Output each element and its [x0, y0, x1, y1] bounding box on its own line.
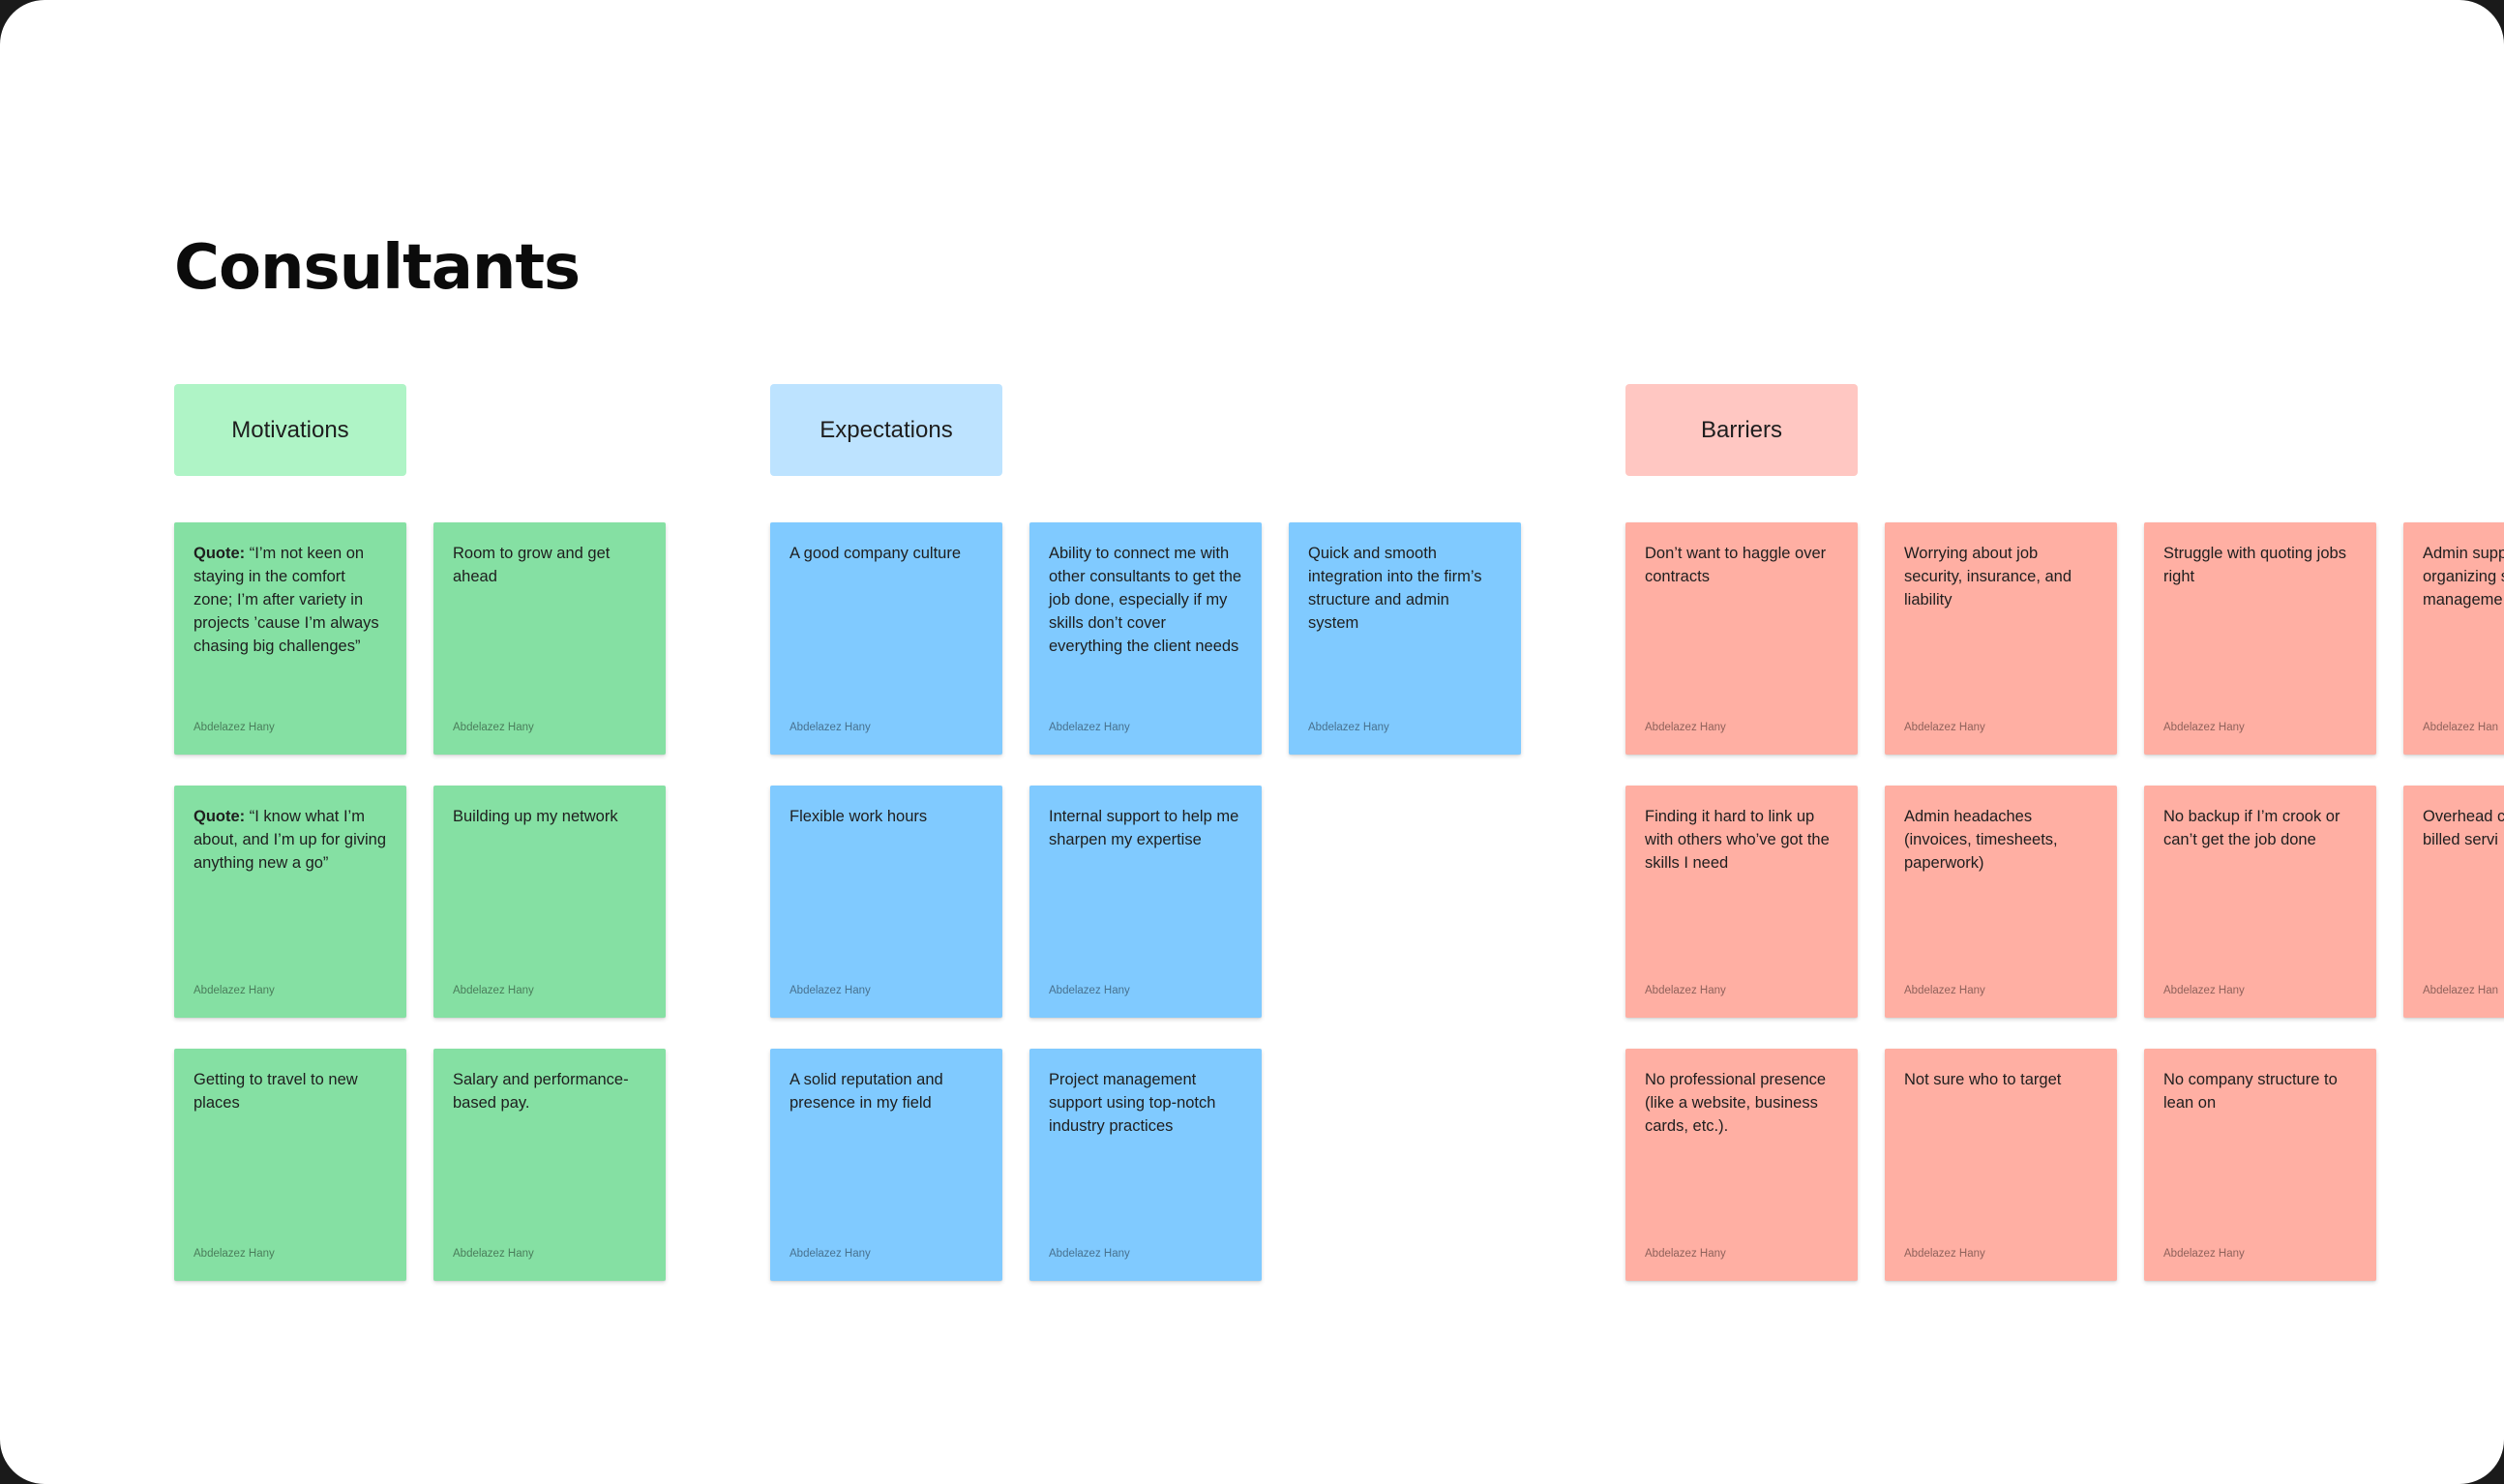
sticky-note[interactable]: Quote: “I know what I’m about, and I’m u… — [174, 786, 406, 1018]
sticky-note[interactable]: Don’t want to haggle over contracts Abde… — [1625, 522, 1858, 755]
section-header-motivations[interactable]: Motivations — [174, 384, 406, 476]
note-author: Abdelazez Hany — [790, 722, 871, 733]
note-text: No company structure to lean on — [2163, 1071, 2338, 1112]
note-author: Abdelazez Hany — [790, 1248, 871, 1260]
note-author: Abdelazez Hany — [2163, 722, 2245, 733]
note-author: Abdelazez Hany — [194, 1248, 275, 1260]
sticky-note[interactable]: Worrying about job security, insurance, … — [1885, 522, 2117, 755]
sticky-note[interactable]: Finding it hard to link up with others w… — [1625, 786, 1858, 1018]
note-text: Flexible work hours — [790, 808, 928, 825]
note-text: No professional presence (like a website… — [1645, 1071, 1827, 1135]
note-text: Salary and performance-based pay. — [453, 1071, 629, 1112]
sticky-note[interactable]: Building up my network Abdelazez Hany — [433, 786, 666, 1018]
note-author: Abdelazez Han — [2423, 722, 2498, 733]
note-author: Abdelazez Hany — [1904, 722, 1985, 733]
sticky-note[interactable]: A good company culture Abdelazez Hany — [770, 522, 1002, 755]
note-text: Quick and smooth integration into the fi… — [1308, 545, 1482, 632]
note-text: Building up my network — [453, 808, 618, 825]
note-author: Abdelazez Hany — [790, 985, 871, 996]
note-author: Abdelazez Hany — [453, 722, 534, 733]
note-text: Overhead c firm, often a billed servi — [2423, 808, 2504, 848]
sticky-note[interactable]: No professional presence (like a website… — [1625, 1049, 1858, 1281]
section-header-expectations[interactable]: Expectations — [770, 384, 1002, 476]
note-text: Don’t want to haggle over contracts — [1645, 545, 1827, 585]
note-text: Project management support using top-not… — [1049, 1071, 1216, 1135]
sticky-note[interactable]: Struggle with quoting jobs right Abdelaz… — [2144, 522, 2376, 755]
note-author: Abdelazez Hany — [194, 985, 275, 996]
note-author: Abdelazez Hany — [453, 985, 534, 996]
sticky-note[interactable]: Room to grow and get ahead Abdelazez Han… — [433, 522, 666, 755]
note-author: Abdelazez Hany — [1645, 1248, 1726, 1260]
note-text: Not sure who to target — [1904, 1071, 2062, 1088]
note-text: Internal support to help me sharpen my e… — [1049, 808, 1239, 848]
note-author: Abdelazez Hany — [2163, 1248, 2245, 1260]
sticky-note[interactable]: Quick and smooth integration into the fi… — [1289, 522, 1521, 755]
sticky-note[interactable]: Not sure who to target Abdelazez Hany — [1885, 1049, 2117, 1281]
sticky-note[interactable]: Admin supp billing, time organizing stor… — [2403, 522, 2504, 755]
section-header-barriers[interactable]: Barriers — [1625, 384, 1858, 476]
note-author: Abdelazez Hany — [1049, 985, 1130, 996]
note-text: Getting to travel to new places — [194, 1071, 358, 1112]
note-text: Admin supp billing, time organizing stor… — [2423, 545, 2504, 608]
note-author: Abdelazez Hany — [453, 1248, 534, 1260]
note-text: Quote: “I know what I’m about, and I’m u… — [194, 808, 387, 872]
note-text: No backup if I’m crook or can’t get the … — [2163, 808, 2340, 848]
page-title: Consultants — [174, 232, 581, 304]
sticky-note[interactable]: Quote: “I’m not keen on staying in the c… — [174, 522, 406, 755]
note-author: Abdelazez Hany — [1645, 985, 1726, 996]
note-text: Struggle with quoting jobs right — [2163, 545, 2346, 585]
sticky-note[interactable]: Project management support using top-not… — [1029, 1049, 1262, 1281]
note-text: Ability to connect me with other consult… — [1049, 545, 1242, 655]
sticky-note[interactable]: Salary and performance-based pay. Abdela… — [433, 1049, 666, 1281]
note-author: Abdelazez Hany — [1904, 985, 1985, 996]
sticky-note[interactable]: Internal support to help me sharpen my e… — [1029, 786, 1262, 1018]
note-author: Abdelazez Han — [2423, 985, 2498, 996]
note-text: A good company culture — [790, 545, 962, 562]
note-author: Abdelazez Hany — [1049, 722, 1130, 733]
sticky-note[interactable]: Flexible work hours Abdelazez Hany — [770, 786, 1002, 1018]
note-author: Abdelazez Hany — [1645, 722, 1726, 733]
sticky-note[interactable]: Admin headaches (invoices, timesheets, p… — [1885, 786, 2117, 1018]
note-text: Worrying about job security, insurance, … — [1904, 545, 2072, 608]
sticky-note[interactable]: No company structure to lean on Abdelaze… — [2144, 1049, 2376, 1281]
note-author: Abdelazez Hany — [1308, 722, 1389, 733]
note-author: Abdelazez Hany — [194, 722, 275, 733]
sticky-note[interactable]: Overhead c firm, often a billed servi Ab… — [2403, 786, 2504, 1018]
sticky-note[interactable]: Getting to travel to new places Abdelaze… — [174, 1049, 406, 1281]
note-text: Finding it hard to link up with others w… — [1645, 808, 1830, 872]
note-text: Quote: “I’m not keen on staying in the c… — [194, 545, 379, 655]
note-text: A solid reputation and presence in my fi… — [790, 1071, 943, 1112]
sticky-note[interactable]: No backup if I’m crook or can’t get the … — [2144, 786, 2376, 1018]
note-text: Room to grow and get ahead — [453, 545, 611, 585]
note-text: Admin headaches (invoices, timesheets, p… — [1904, 808, 2058, 872]
note-author: Abdelazez Hany — [2163, 985, 2245, 996]
sticky-note[interactable]: Ability to connect me with other consult… — [1029, 522, 1262, 755]
note-author: Abdelazez Hany — [1904, 1248, 1985, 1260]
sticky-note[interactable]: A solid reputation and presence in my fi… — [770, 1049, 1002, 1281]
note-author: Abdelazez Hany — [1049, 1248, 1130, 1260]
